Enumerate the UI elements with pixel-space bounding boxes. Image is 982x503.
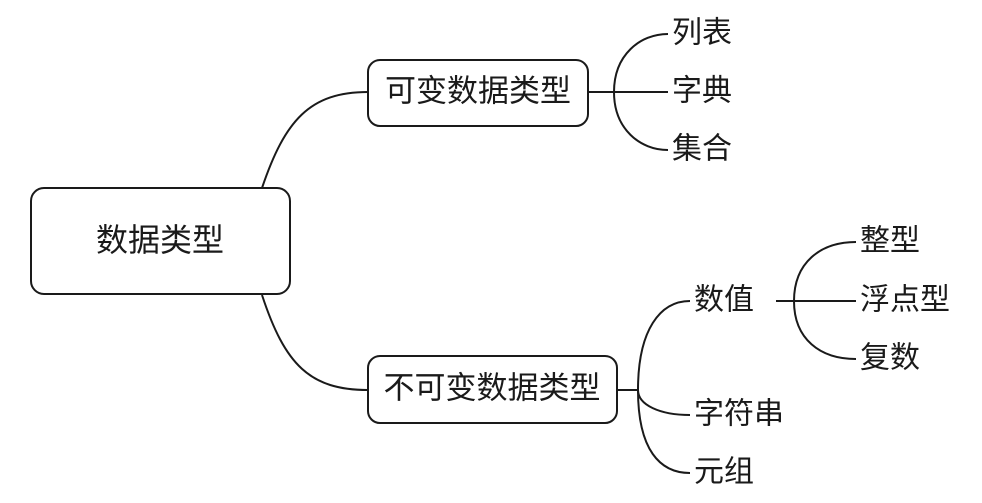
leaf-float: 浮点型 [860,283,950,318]
leaf-list: 列表 [672,16,732,51]
immutable-node-label: 不可变数据类型 [384,371,601,407]
edge-immutable-tuple [617,389,691,474]
edge-numeric-complex [776,300,857,360]
leaf-complex: 复数 [860,341,920,376]
edge-mutable-list [588,33,669,93]
immutable-node-box [367,355,618,424]
connectors [261,33,857,474]
mutable-node-label: 可变数据类型 [385,74,571,110]
edge-numeric-int [776,241,857,302]
root-node: 数据类型 [30,187,291,295]
leaf-set: 集合 [672,132,732,167]
mutable-node: 可变数据类型 [367,59,589,127]
root-node-box [30,187,291,295]
numeric-node-label: 数值 [694,283,754,318]
mutable-node-box [367,59,589,127]
root-node-label: 数据类型 [96,221,224,259]
edge-immutable-string [617,389,691,416]
edge-root-mutable [261,91,369,189]
edge-immutable-numeric [617,300,691,391]
immutable-node: 不可变数据类型 [367,355,618,424]
edge-root-immutable [261,294,369,391]
leaf-int: 整型 [860,224,920,259]
leaf-tuple: 元组 [694,455,754,490]
edge-mutable-set [588,91,669,151]
leaf-dict: 字典 [672,74,732,109]
leaf-string: 字符串 [694,397,784,432]
